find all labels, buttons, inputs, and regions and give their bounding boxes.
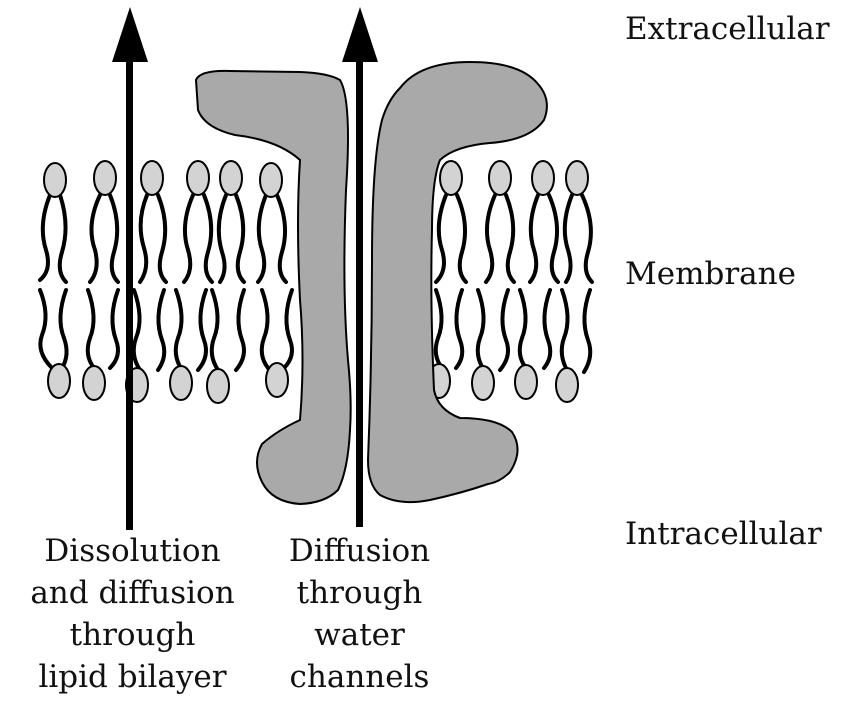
lipid-diffusion-arrow <box>112 7 148 530</box>
channel-protein-left <box>196 71 351 504</box>
membrane-label: Membrane <box>625 259 796 290</box>
channel-caption-line-1: Diffusion <box>262 530 457 572</box>
lipid-caption-line-4: lipid bilayer <box>10 656 255 698</box>
intracellular-label: Intracellular <box>625 519 822 550</box>
lipid-bilayer-caption: Dissolution and diffusion through lipid … <box>10 530 255 698</box>
water-channel-caption: Diffusion through water channels <box>262 530 457 698</box>
lipid-bilayer-right <box>436 195 592 372</box>
lipid-caption-line-3: through <box>10 614 255 656</box>
channel-caption-line-3: water <box>262 614 457 656</box>
channel-caption-line-4: channels <box>262 656 457 698</box>
channel-caption-line-2: through <box>262 572 457 614</box>
lipid-bilayer-left <box>40 195 292 370</box>
extracellular-label: Extracellular <box>625 14 830 45</box>
channel-protein-right <box>368 62 547 502</box>
lipid-caption-line-1: Dissolution <box>10 530 255 572</box>
lipid-caption-line-2: and diffusion <box>10 572 255 614</box>
